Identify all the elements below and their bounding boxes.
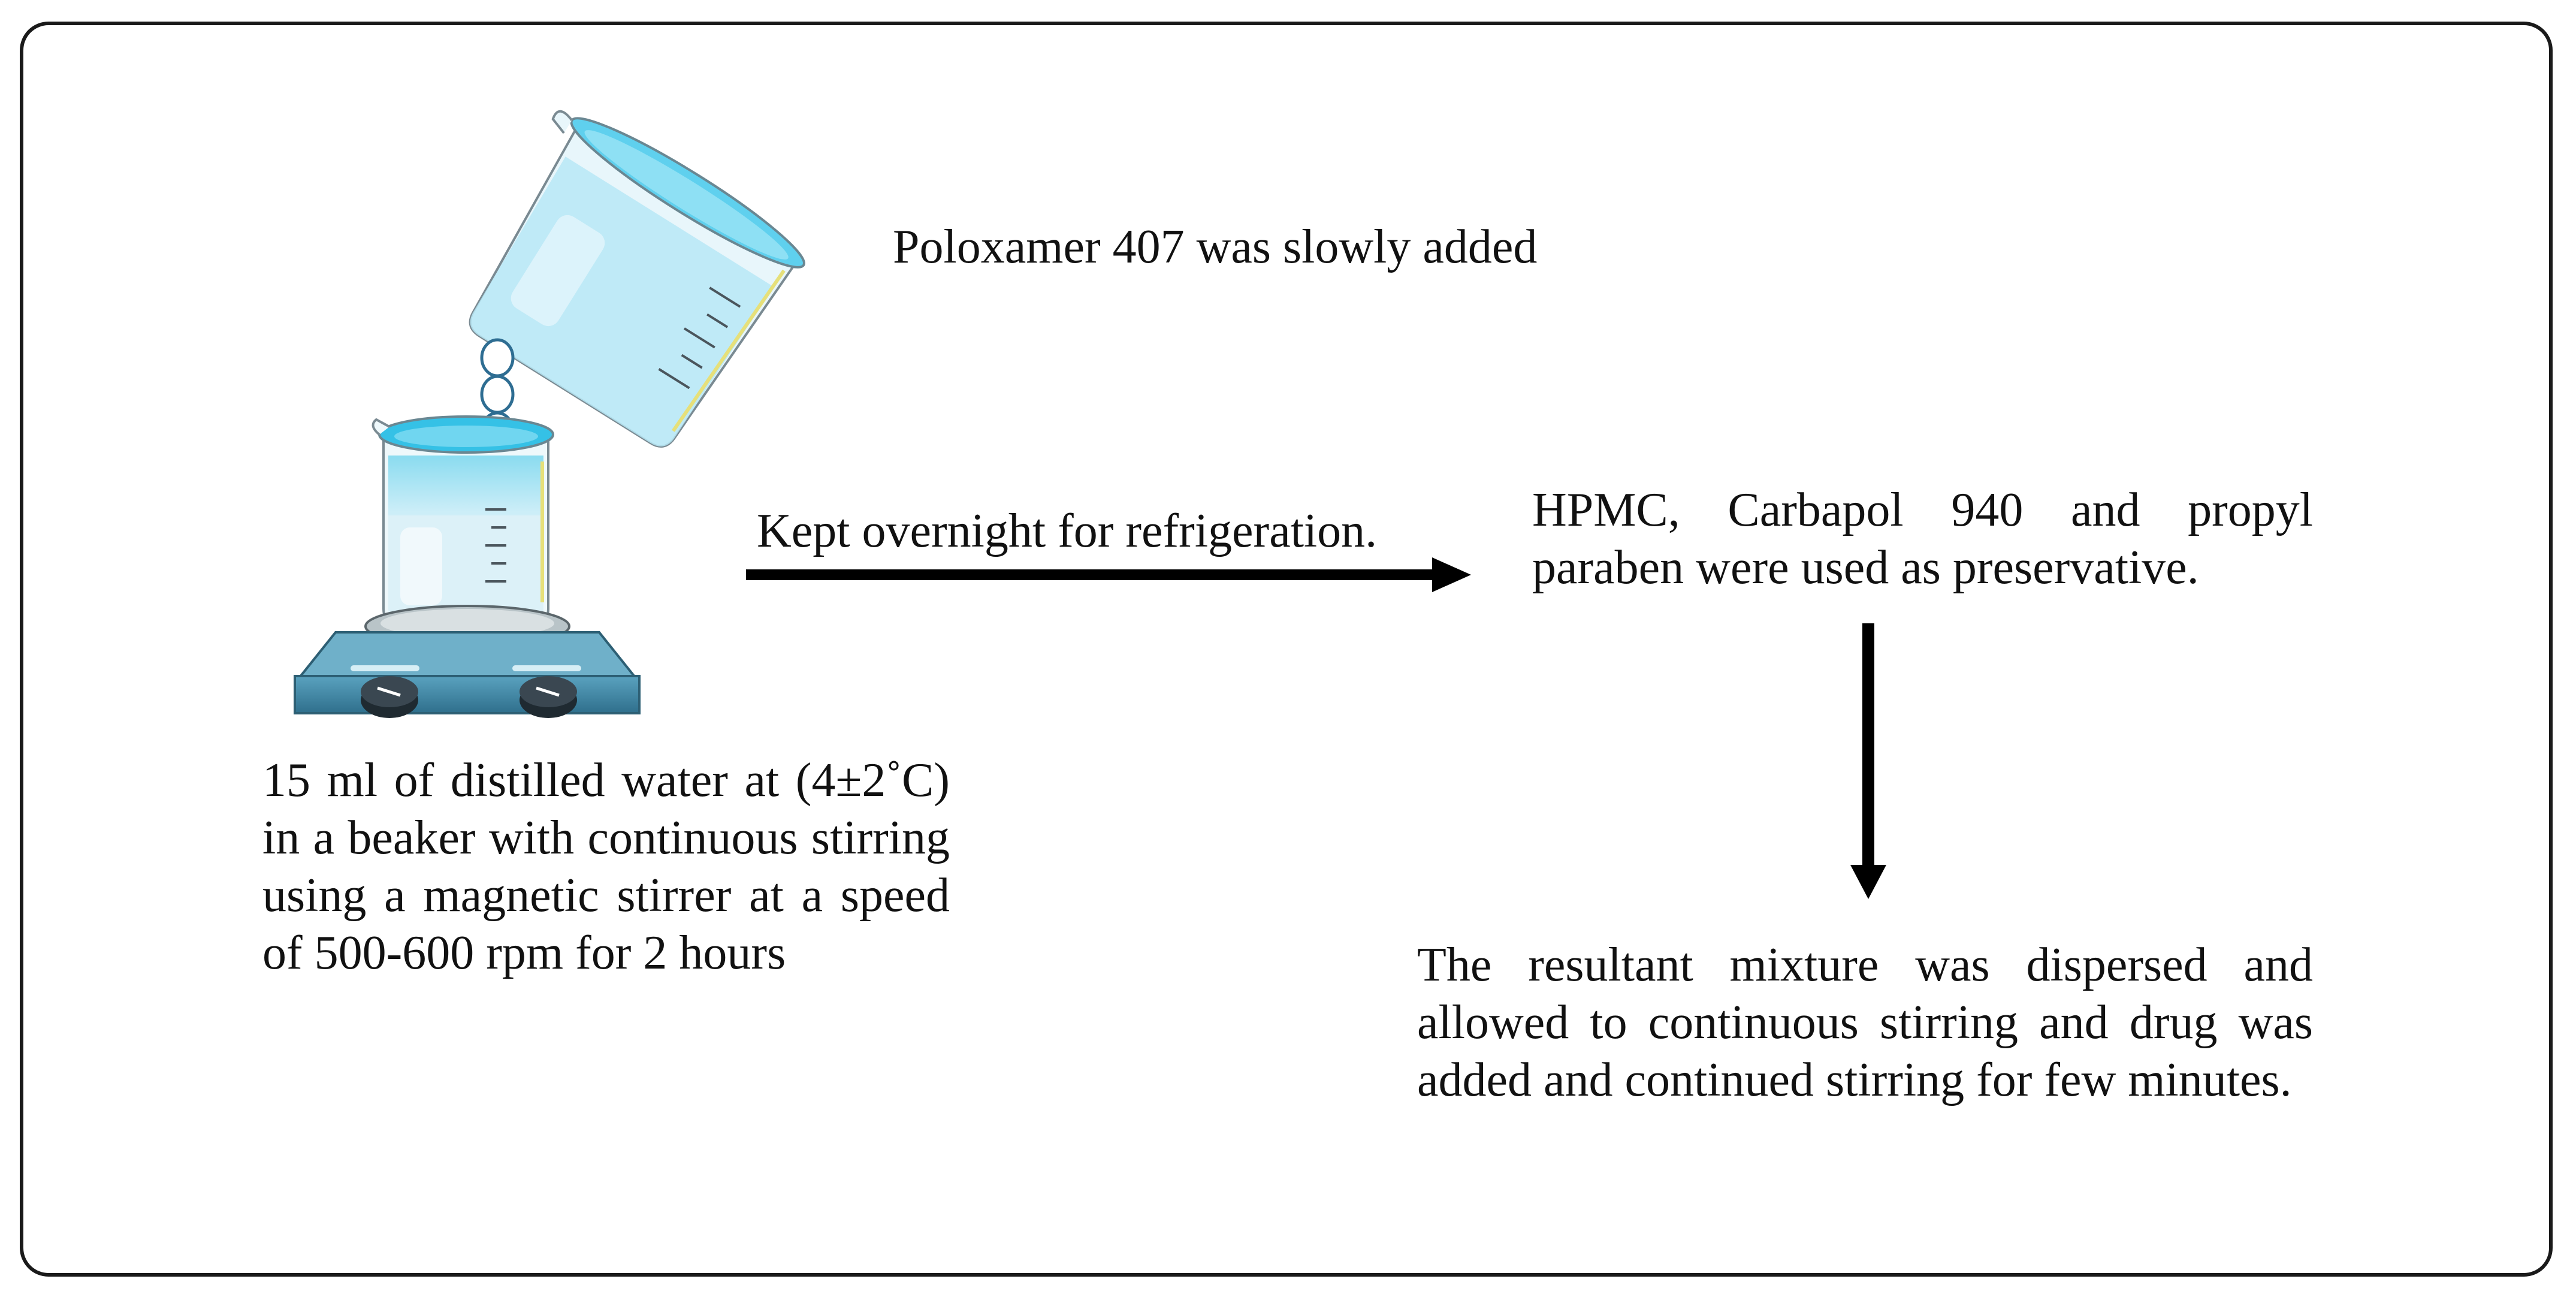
arrow-down: [1850, 623, 1886, 899]
pouring-beaker-icon: [469, 110, 805, 448]
beaker-icon: [372, 415, 554, 628]
result-step-text: The resultant mixture was dispersed and …: [1417, 939, 2313, 1106]
magnetic-stirrer-icon: [294, 605, 641, 718]
hpmc-step-text: HPMC, Carbapol 940 and propyl paraben we…: [1532, 484, 2313, 594]
refrigeration-step-label: Kept overnight for refrigeration.: [757, 505, 1378, 557]
diagram-frame: [20, 22, 2553, 1277]
pour-step-label: Poloxamer 407 was slowly added: [893, 221, 1538, 273]
water-step-text: 15 ml of distilled water at (4±2˚C) in a…: [262, 754, 950, 979]
knob-icon: [520, 676, 577, 718]
arrow-right: [746, 557, 1471, 592]
knob-icon: [361, 676, 418, 718]
